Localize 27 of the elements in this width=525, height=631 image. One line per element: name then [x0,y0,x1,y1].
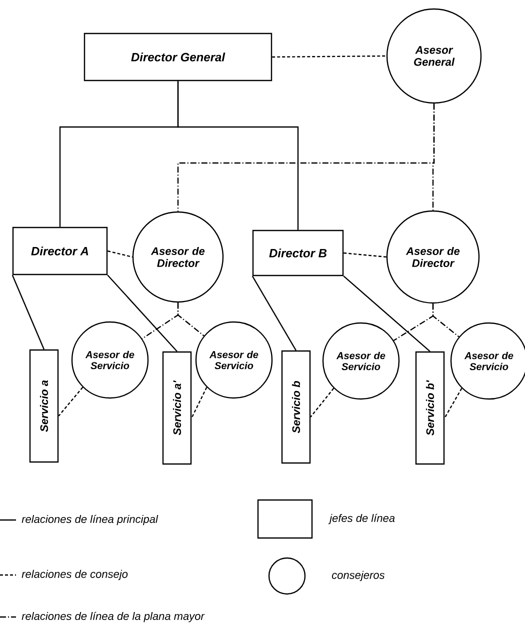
connector-line [343,276,430,352]
connector-line [344,252,386,258]
connector-line [177,302,204,336]
legend-text: jefes de línea [328,514,395,524]
connector-line [432,304,460,338]
legend-text: consejeros [332,570,385,582]
connector-line [252,276,297,351]
legend-text: relaciones de línea principal [22,514,158,526]
connector-line [58,386,84,416]
box: Servicio b [281,350,311,464]
legend-text: relaciones de consejo [22,570,128,580]
connector-line [177,81,299,230]
box: Servicio b' [415,351,445,465]
connector-line [310,388,334,418]
box: Director General [84,32,272,82]
connector-line [107,274,178,352]
box: Servicio a [29,349,59,463]
box: Director B [252,230,344,276]
connector-line [12,274,45,350]
connector-line [272,55,386,58]
legend-text: relaciones de línea de la plana mayor [22,612,205,622]
connector-line [107,250,133,258]
connector-line [191,387,208,418]
connector-line [444,388,462,418]
box: Servicio a' [162,351,192,465]
box: Director A [12,226,108,276]
connector-line [432,104,435,210]
